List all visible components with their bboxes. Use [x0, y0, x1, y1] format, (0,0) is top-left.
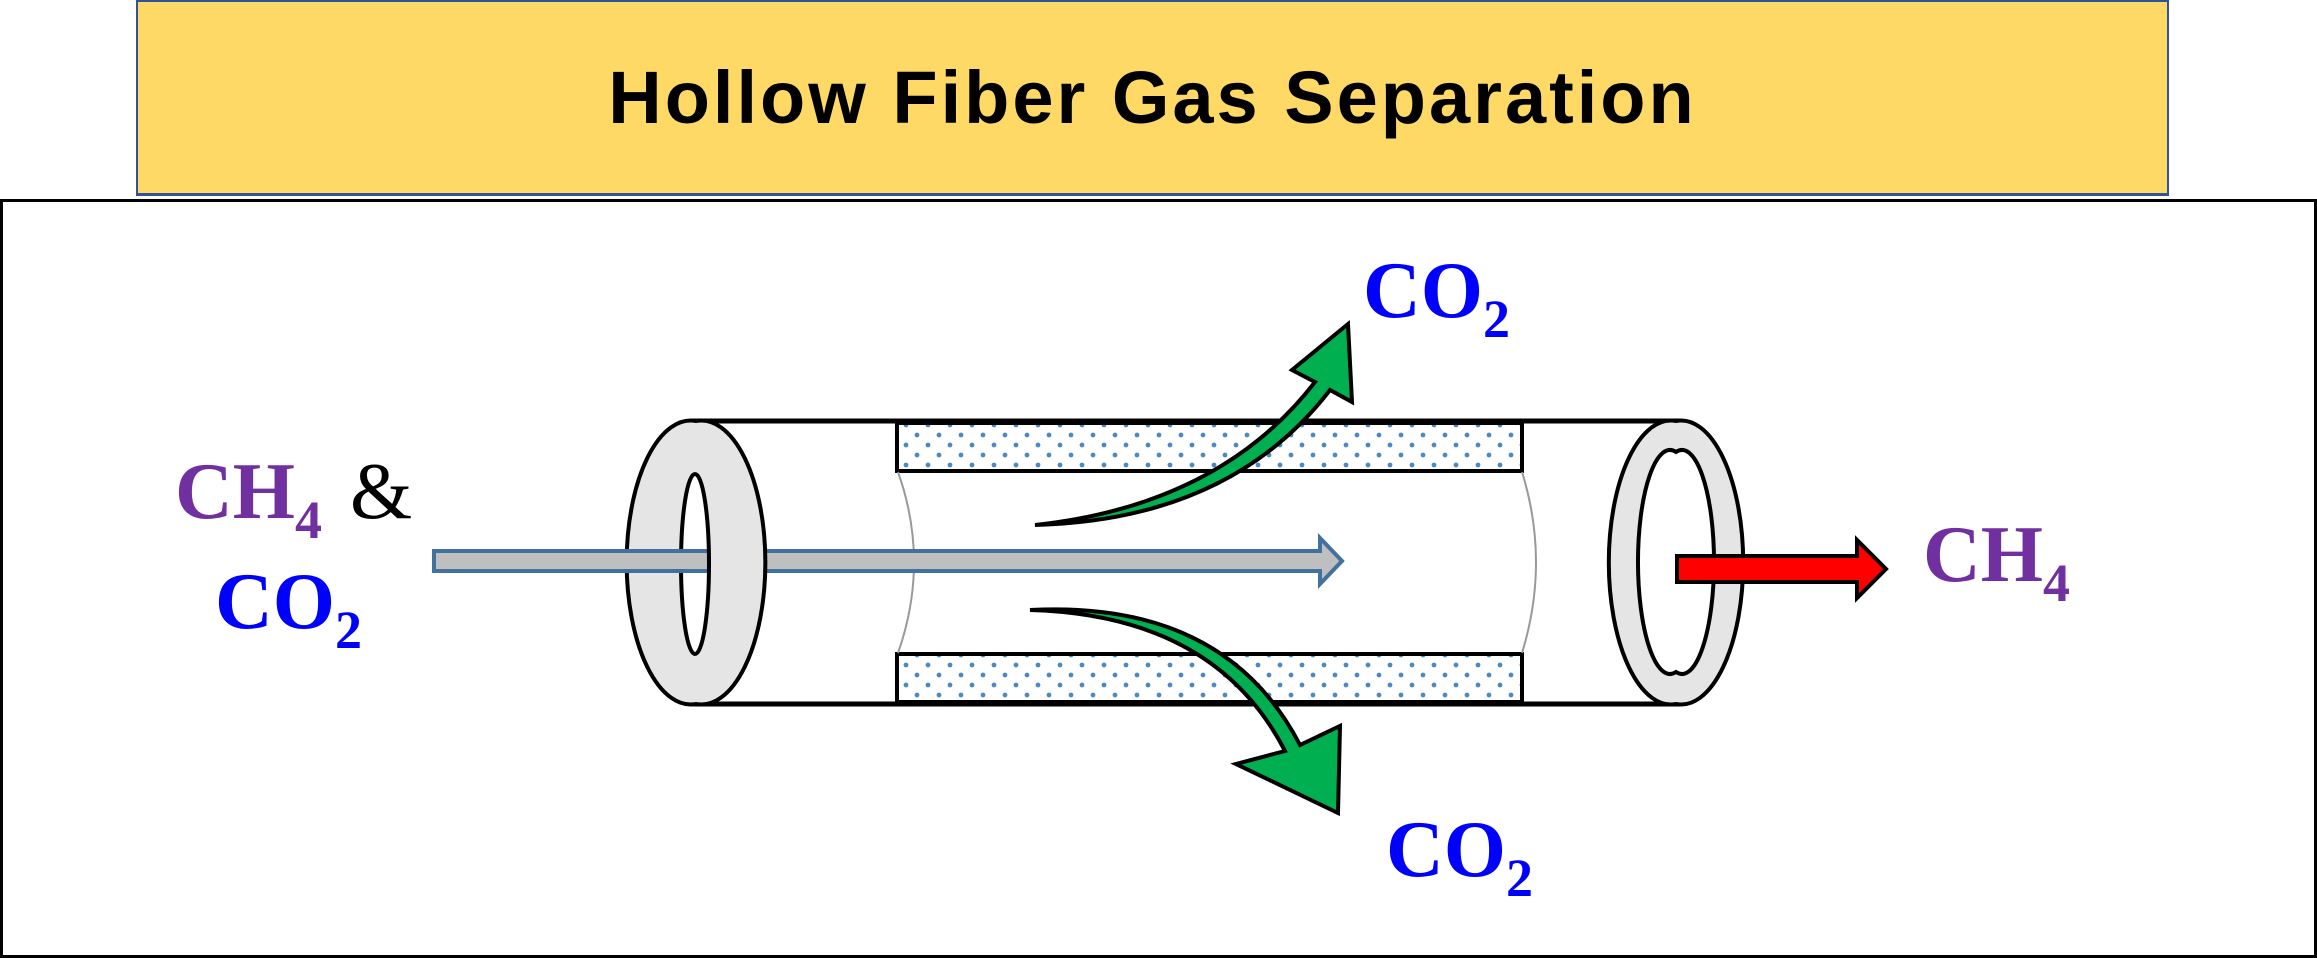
- feed-label: CH4 & CO2: [175, 448, 412, 660]
- inner-arc-right: [1521, 471, 1537, 654]
- diagram-panel: [0, 199, 2317, 958]
- permeate-arrow-top: [1034, 319, 1355, 527]
- left-end-cap: [624, 418, 768, 707]
- permeate-arrow-bottom: [1029, 607, 1343, 817]
- ampersand-label: &: [350, 448, 412, 536]
- permeate-top-co2-label: CO2: [1363, 247, 1510, 349]
- feed-ch4-label: CH4: [175, 448, 322, 550]
- retentate-arrow: [1675, 535, 1889, 603]
- membrane-wall-top: [895, 421, 1524, 473]
- right-end-cap: [1606, 418, 1746, 707]
- title-banner: Hollow Fiber Gas Separation: [136, 0, 2169, 196]
- permeate-bottom-co2-label: CO2: [1386, 806, 1533, 908]
- feed-co2-label: CO2: [215, 558, 362, 660]
- diagram-title: Hollow Fiber Gas Separation: [608, 56, 1697, 139]
- feed-arrow-overlap: [436, 553, 696, 569]
- retentate-ch4-label: CH4: [1923, 511, 2070, 613]
